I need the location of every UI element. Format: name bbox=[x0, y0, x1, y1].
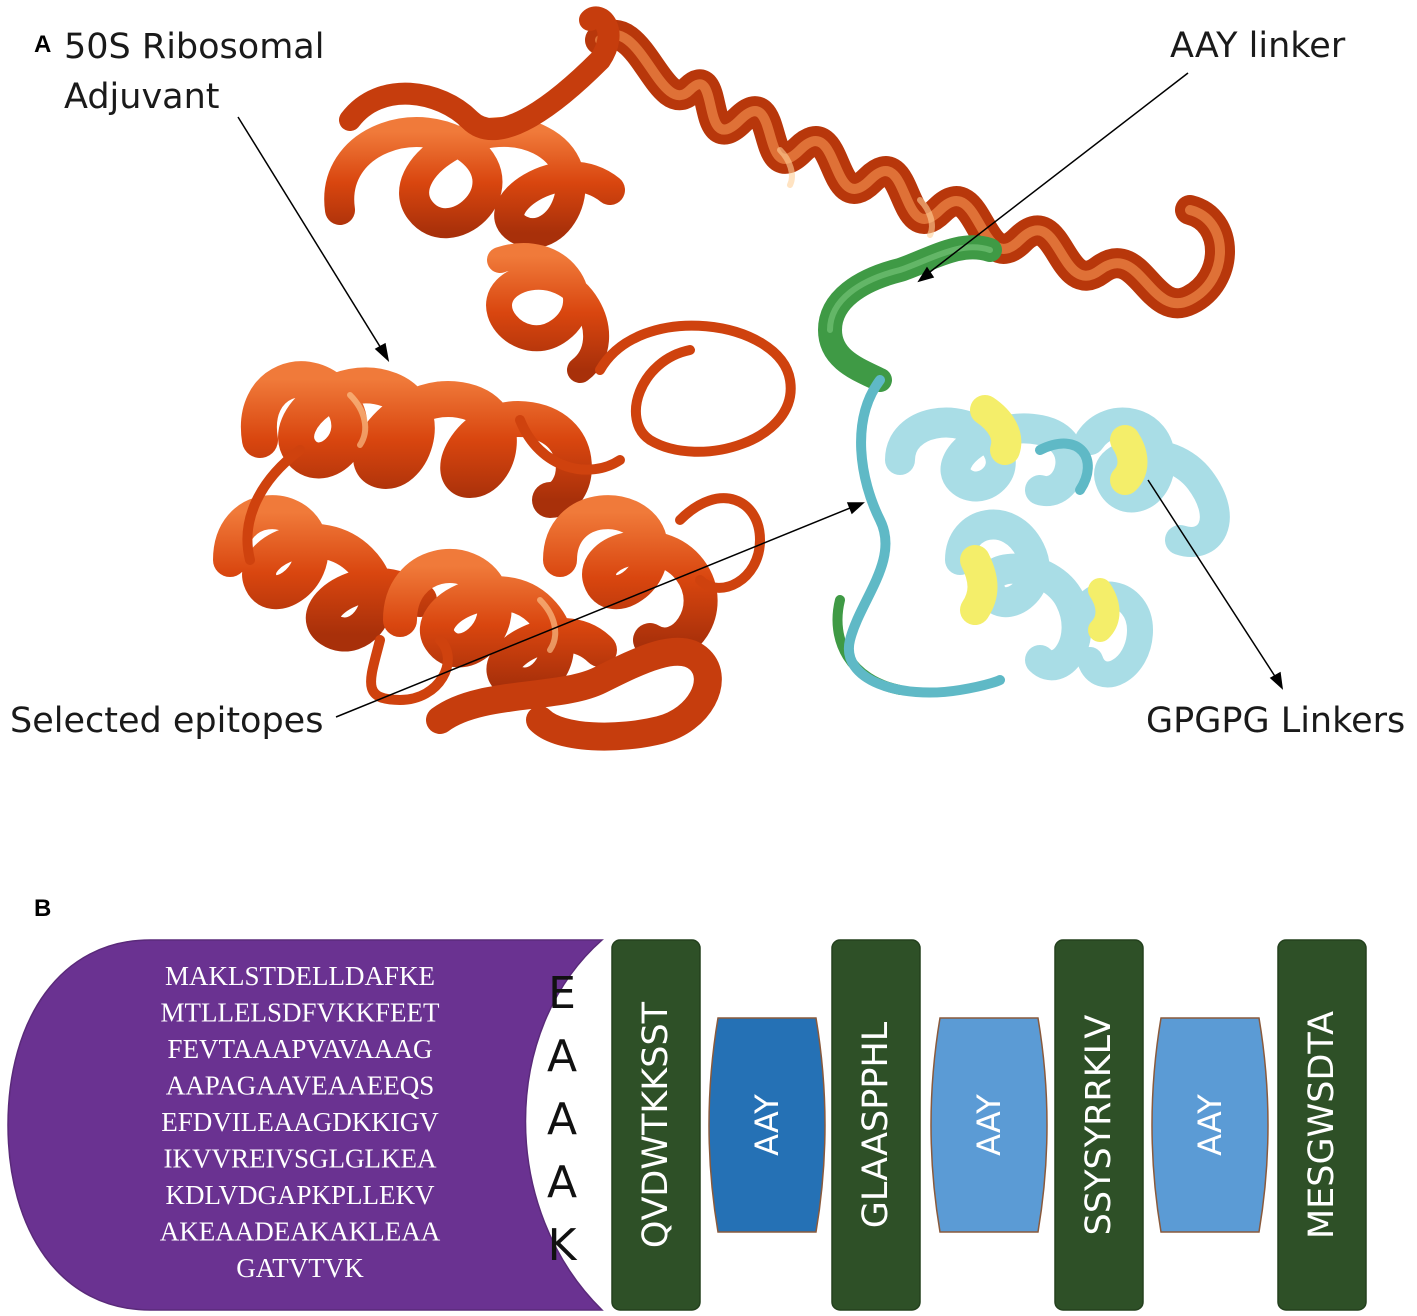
adjuvant-sequence-line: IKVVREIVSGLGLKEA bbox=[164, 1144, 437, 1174]
label-selected-epitopes: Selected epitopes bbox=[10, 701, 323, 741]
adjuvant-sequence-line: AKEAADEAKAKLEAA bbox=[160, 1217, 441, 1247]
epitope-label: MESGWSDTA bbox=[1302, 1011, 1342, 1239]
epitope-blocks: QVDWTKKSST GLAASPPHL SSYSYRRKLV MESGWSDTA bbox=[611, 939, 1367, 1311]
label-adjuvant-line1: 50S Ribosomal bbox=[64, 27, 324, 67]
adjuvant-sequence-line: MAKLSTDELLDAFKE bbox=[165, 961, 435, 991]
eaaak-letter: K bbox=[548, 1220, 578, 1271]
aay-linker-blocks: AAY AAY AAY bbox=[708, 1017, 1269, 1233]
epitope-label: GLAASPPHL bbox=[856, 1021, 896, 1228]
adjuvant-sequence-line: MTLLELSDFVKKFEET bbox=[161, 998, 440, 1028]
eaaak-letter: E bbox=[548, 968, 576, 1019]
epitope-label: QVDWTKKSST bbox=[636, 1001, 676, 1248]
aay-label: AAY bbox=[748, 1094, 786, 1156]
eaaak-letter: A bbox=[547, 1031, 577, 1082]
adjuvant-sequence-line: AAPAGAAVEAAEEQS bbox=[166, 1071, 435, 1101]
aay-block bbox=[708, 1017, 826, 1233]
adjuvant-block bbox=[7, 939, 604, 1311]
adjuvant-sequence-line: KDLVDGAPKPLLEKV bbox=[165, 1180, 435, 1210]
callout-arrows bbox=[237, 72, 1284, 718]
epitope-block bbox=[611, 939, 701, 1311]
adjuvant-sequence-line: GATVTVK bbox=[236, 1253, 364, 1283]
epitope-block bbox=[1054, 939, 1144, 1311]
panel-a: A bbox=[10, 6, 1405, 751]
epitope-block bbox=[831, 939, 921, 1311]
eaaak-letter: A bbox=[547, 1094, 577, 1145]
protein-3d-structure bbox=[213, 6, 1235, 751]
epitope-label: SSYSYRRKLV bbox=[1079, 1015, 1119, 1236]
adjuvant-sequence-line: EFDVILEAAGDKKIGV bbox=[161, 1107, 439, 1137]
label-adjuvant-line2: Adjuvant bbox=[64, 77, 220, 117]
adjuvant-sequence-line: FEVTAAAPVAVAAAG bbox=[168, 1034, 433, 1064]
label-aay-linker: AAY linker bbox=[1170, 26, 1346, 66]
epitope-ribbon bbox=[843, 375, 1230, 698]
eaaak-letter: A bbox=[547, 1157, 577, 1208]
panel-b-letter: B bbox=[34, 895, 51, 922]
aay-label: AAY bbox=[970, 1094, 1008, 1156]
aay-block bbox=[1151, 1017, 1269, 1233]
aay-label: AAY bbox=[1191, 1094, 1229, 1156]
epitope-block bbox=[1277, 939, 1367, 1311]
panel-a-letter: A bbox=[34, 31, 51, 58]
label-gpgpg-linkers: GPGPG Linkers bbox=[1146, 701, 1405, 741]
aay-block bbox=[930, 1017, 1048, 1233]
adjuvant-ribbon bbox=[213, 6, 1235, 751]
adjuvant-sequence: MAKLSTDELLDAFKE MTLLELSDFVKKFEET FEVTAAAPV… bbox=[160, 961, 441, 1283]
panel-b: B MAKLSTDELLDAFKE MTLLELSDFVKKFEET FEVTAAA… bbox=[7, 895, 1367, 1311]
